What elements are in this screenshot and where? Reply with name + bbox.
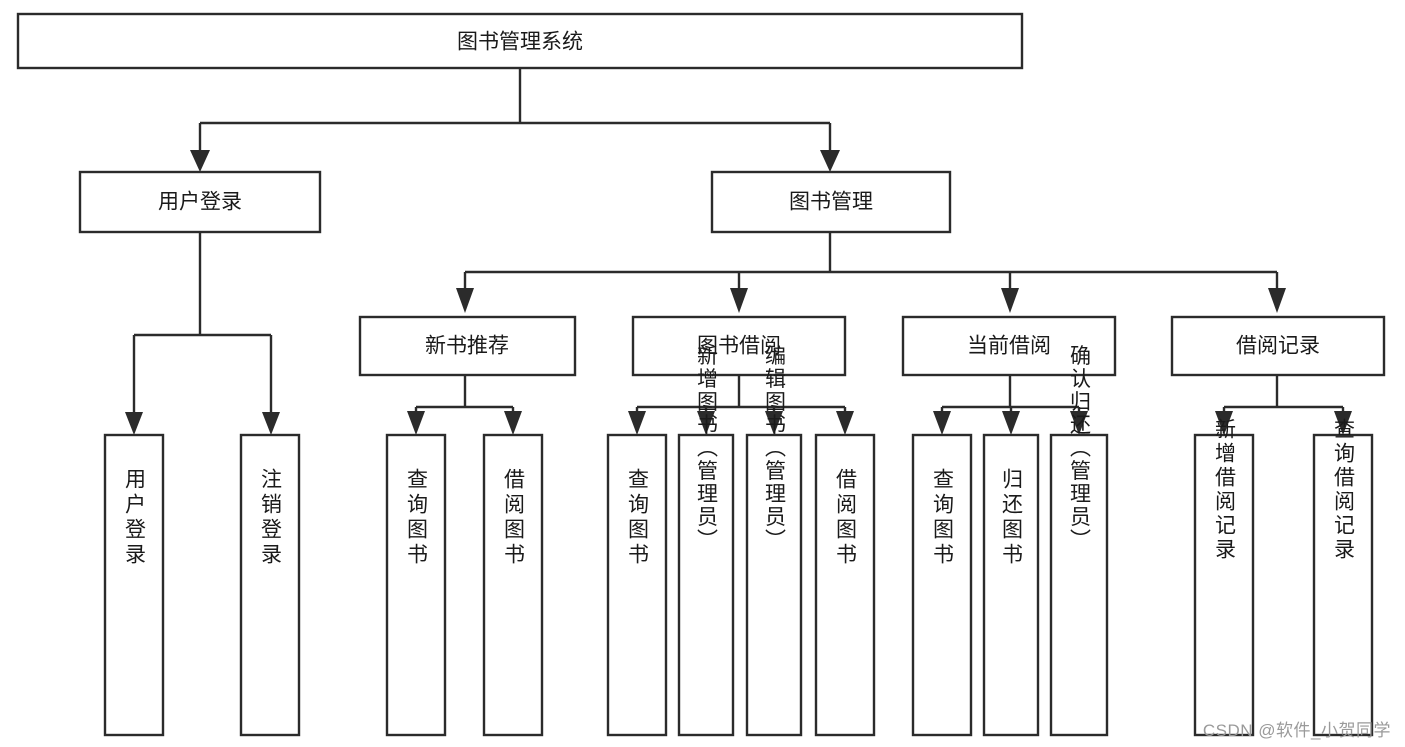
node-book-manage[interactable]: 图书管理 (710, 170, 952, 234)
arrow-to-leaf-borrow-book-2 (836, 411, 854, 435)
arrow-to-leaf-add-record (1215, 411, 1233, 435)
node-leaf-add-book[interactable]: 新增图书（管理员） (677, 345, 735, 737)
node-book-borrow-box[interactable] (631, 315, 847, 377)
connector-group-user-login (125, 232, 280, 435)
arrow-to-borrow-record (1268, 288, 1286, 313)
node-book-borrow-label: 图书借阅 (697, 335, 781, 358)
node-leaf-user-logout[interactable]: 注销登录 (239, 433, 301, 737)
node-current-borrow[interactable]: 当前借阅 (901, 315, 1117, 377)
node-book-manage-box[interactable] (710, 170, 952, 234)
node-leaf-query-book-1-box[interactable] (385, 433, 447, 737)
node-new-book-rec-label: 新书推荐 (425, 335, 509, 358)
node-leaf-user-logout-box[interactable] (239, 433, 301, 737)
node-leaf-borrow-book-2-label: 借阅图书 (834, 468, 858, 568)
node-leaf-query-book-1[interactable]: 查询图书 (385, 433, 447, 737)
node-leaf-confirm-return-label: 确认归还（管理员） (1068, 345, 1092, 552)
node-leaf-query-record-box[interactable] (1312, 433, 1374, 737)
node-leaf-return-book-label: 归还图书 (1000, 468, 1024, 568)
node-user-login-label: 用户登录 (158, 191, 242, 214)
node-leaf-query-book-3-label: 查询图书 (931, 468, 955, 568)
node-borrow-record-box[interactable] (1170, 315, 1386, 377)
node-borrow-record-label: 借阅记录 (1236, 335, 1320, 358)
node-book-borrow[interactable]: 图书借阅 (631, 315, 847, 377)
node-leaf-confirm-return-box[interactable] (1049, 433, 1109, 737)
connector-group-book-manage (456, 232, 1286, 313)
arrow-to-leaf-edit-book (765, 411, 783, 435)
node-borrow-record[interactable]: 借阅记录 (1170, 315, 1386, 377)
node-leaf-borrow-book-2[interactable]: 借阅图书 (814, 433, 876, 737)
node-leaf-query-book-3[interactable]: 查询图书 (911, 433, 973, 737)
node-leaf-borrow-book-1[interactable]: 借阅图书 (482, 433, 544, 737)
node-leaf-query-book-2-box[interactable] (606, 433, 668, 737)
arrow-to-leaf-confirm-return (1070, 411, 1088, 435)
node-leaf-confirm-return[interactable]: 确认归还（管理员） (1049, 345, 1109, 737)
node-leaf-borrow-book-1-box[interactable] (482, 433, 544, 737)
arrow-to-leaf-query-book-3 (933, 411, 951, 435)
arrow-to-leaf-add-book (697, 411, 715, 435)
node-new-book-rec-box[interactable] (358, 315, 577, 377)
node-book-manage-label: 图书管理 (789, 191, 873, 214)
arrow-to-leaf-user-logout (262, 412, 280, 435)
arrow-to-leaf-borrow-book-1 (504, 411, 522, 435)
node-leaf-edit-book-label: 编辑图书（管理员） (763, 345, 787, 552)
arrow-to-book-borrow (730, 288, 748, 313)
node-leaf-borrow-book-1-label: 借阅图书 (502, 468, 526, 568)
arrow-root-to-book-manage (820, 150, 840, 172)
arrow-to-leaf-return-book (1002, 411, 1020, 435)
node-user-login-box[interactable] (78, 170, 322, 234)
arrow-to-leaf-user-login (125, 412, 143, 435)
node-leaf-query-book-2[interactable]: 查询图书 (606, 433, 668, 737)
connector-group-new-book-rec (407, 375, 522, 435)
node-leaf-add-book-box[interactable] (677, 433, 735, 737)
arrow-root-to-user-login (190, 150, 210, 172)
node-current-borrow-label: 当前借阅 (967, 335, 1051, 358)
node-leaf-borrow-book-2-box[interactable] (814, 433, 876, 737)
connector-group-borrow-record (1215, 375, 1352, 435)
node-leaf-add-record-label: 新增借阅记录 (1213, 418, 1237, 562)
node-leaf-query-book-1-label: 查询图书 (405, 468, 429, 568)
arrow-to-leaf-query-book-2 (628, 411, 646, 435)
node-root[interactable]: 图书管理系统 (16, 12, 1024, 70)
node-leaf-return-book[interactable]: 归还图书 (982, 433, 1040, 737)
connector-group-current-borrow (933, 375, 1088, 435)
node-leaf-query-book-2-label: 查询图书 (626, 468, 650, 568)
arrow-to-leaf-query-record (1334, 411, 1352, 435)
node-leaf-add-record[interactable]: 新增借阅记录 (1193, 418, 1255, 737)
node-leaf-edit-book[interactable]: 编辑图书（管理员） (745, 345, 803, 737)
node-leaf-add-book-label: 新增图书（管理员） (695, 345, 719, 552)
arrow-to-new-book-rec (456, 288, 474, 313)
node-root-box[interactable] (16, 12, 1024, 70)
node-leaf-query-record-label: 查询借阅记录 (1332, 418, 1356, 562)
arrow-to-current-borrow (1001, 288, 1019, 313)
arrow-to-leaf-query-book-1 (407, 411, 425, 435)
node-current-borrow-box[interactable] (901, 315, 1117, 377)
node-leaf-query-record[interactable]: 查询借阅记录 (1312, 418, 1374, 737)
node-root-label: 图书管理系统 (457, 31, 583, 54)
node-leaf-return-book-box[interactable] (982, 433, 1040, 737)
connector-group-book-borrow (628, 375, 854, 435)
node-leaf-query-book-3-box[interactable] (911, 433, 973, 737)
node-leaf-user-logout-label: 注销登录 (259, 468, 283, 568)
node-user-login[interactable]: 用户登录 (78, 170, 322, 234)
node-leaf-user-login-label: 用户登录 (123, 468, 147, 568)
node-leaf-user-login-box[interactable] (103, 433, 165, 737)
node-new-book-rec[interactable]: 新书推荐 (358, 315, 577, 377)
connector-group-root (190, 68, 840, 172)
node-leaf-edit-book-box[interactable] (745, 433, 803, 737)
node-leaf-user-login[interactable]: 用户登录 (103, 433, 165, 737)
node-leaf-add-record-box[interactable] (1193, 433, 1255, 737)
